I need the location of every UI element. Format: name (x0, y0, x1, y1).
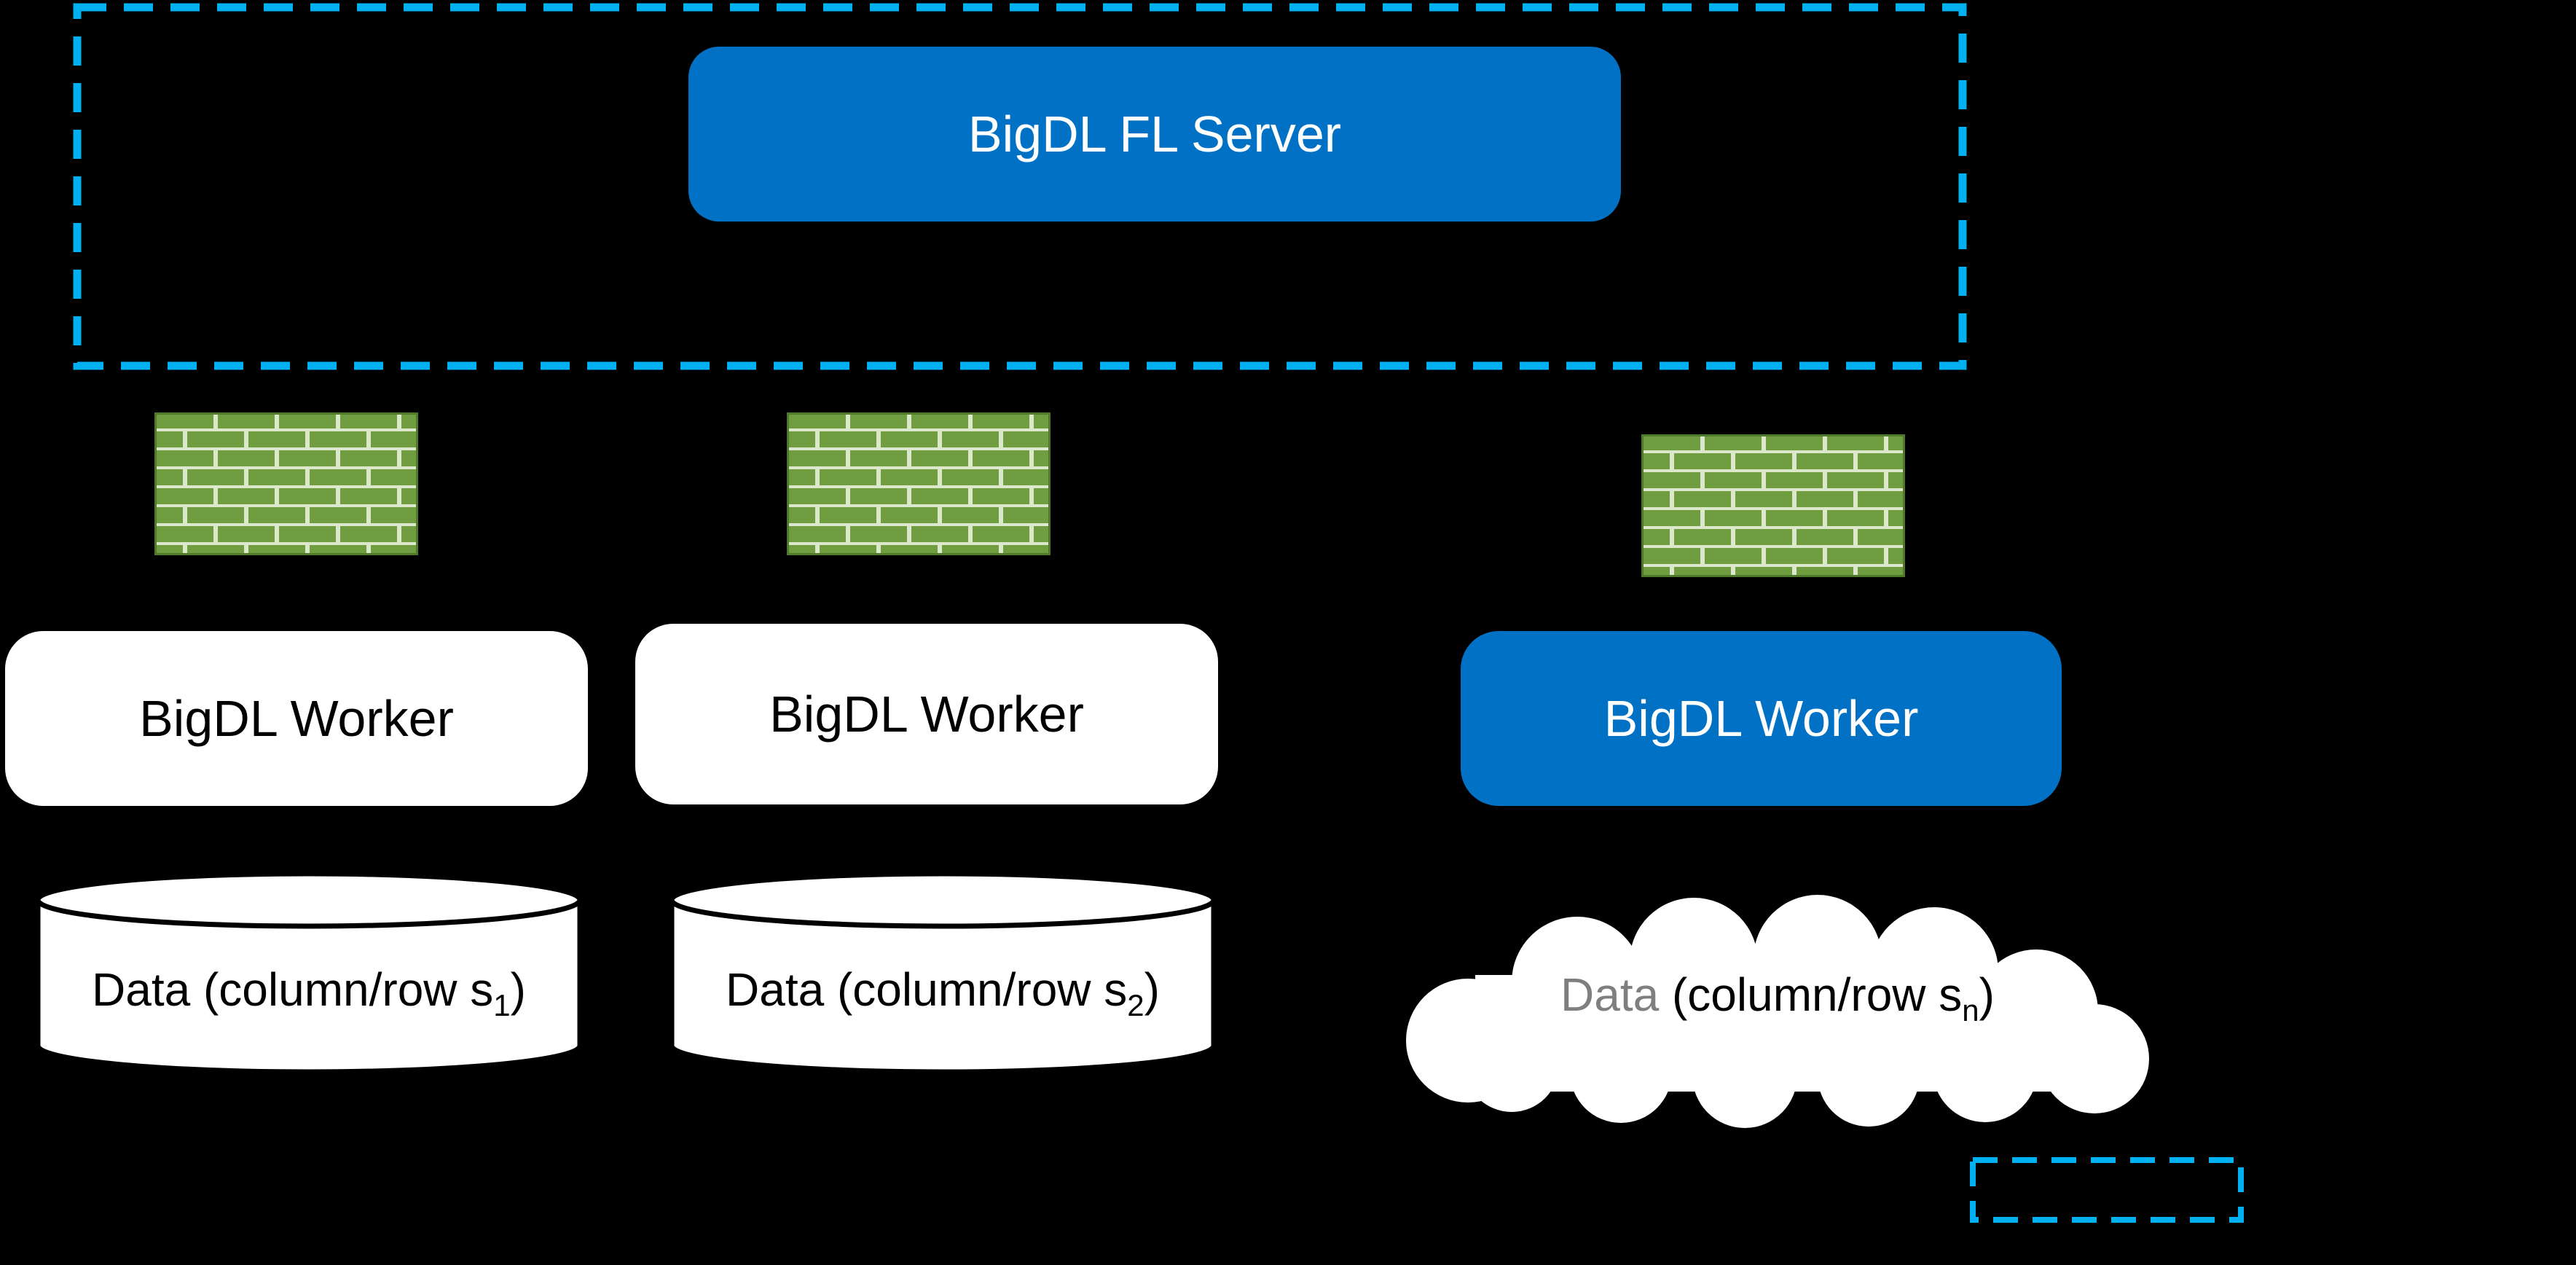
legend-dashed-box (1970, 1157, 2244, 1223)
datastore-label-tail: ) (1979, 968, 1995, 1021)
firewall-icon (1641, 434, 1905, 577)
datastore-label-tail: ) (510, 963, 526, 1016)
datastore-label-subscript: 1 (493, 987, 511, 1022)
worker-box-3: BigDL Worker (1461, 631, 2062, 806)
datastore-cylinder-1: Data (column/row s1) (35, 869, 583, 1076)
datastore-cloud: Data (column/row sn) (1402, 895, 2153, 1129)
datastore-label-head: Data (92, 963, 191, 1016)
database-cylinder-icon (35, 871, 583, 1075)
worker-box-2: BigDL Worker (635, 624, 1218, 804)
datastore-label-head: Data (1560, 968, 1660, 1021)
firewall-icon (787, 412, 1051, 555)
datastore-label-subscript: 2 (1127, 987, 1144, 1022)
fl-server-label: BigDL FL Server (967, 106, 1342, 162)
worker-box-1: BigDL Worker (5, 631, 588, 806)
datastore-label-head: Data (726, 963, 825, 1016)
datastore-label-tail: ) (1144, 963, 1160, 1016)
datastore-label-mid: (column/row s (1659, 968, 1963, 1021)
cloud-icon (1406, 895, 2149, 1128)
firewall-icon (154, 412, 418, 555)
worker-label: BigDL Worker (139, 690, 454, 747)
datastore-cylinder-2: Data (column/row s2) (669, 869, 1217, 1076)
datastore-label: Data (column/row s1) (35, 963, 583, 1020)
worker-label: BigDL Worker (769, 686, 1084, 743)
datastore-label-subscript: n (1962, 992, 1979, 1027)
database-cylinder-icon (669, 871, 1217, 1075)
fl-server-boundary-dashed-box (73, 3, 1967, 370)
fl-server-box: BigDL FL Server (688, 47, 1621, 222)
datastore-label: Data (column/row s2) (669, 963, 1217, 1020)
datastore-label-mid: (column/row s (190, 963, 494, 1016)
worker-label: BigDL Worker (1603, 690, 1919, 747)
datastore-label-mid: (column/row s (824, 963, 1128, 1016)
datastore-label: Data (column/row sn) (1402, 968, 2153, 1025)
